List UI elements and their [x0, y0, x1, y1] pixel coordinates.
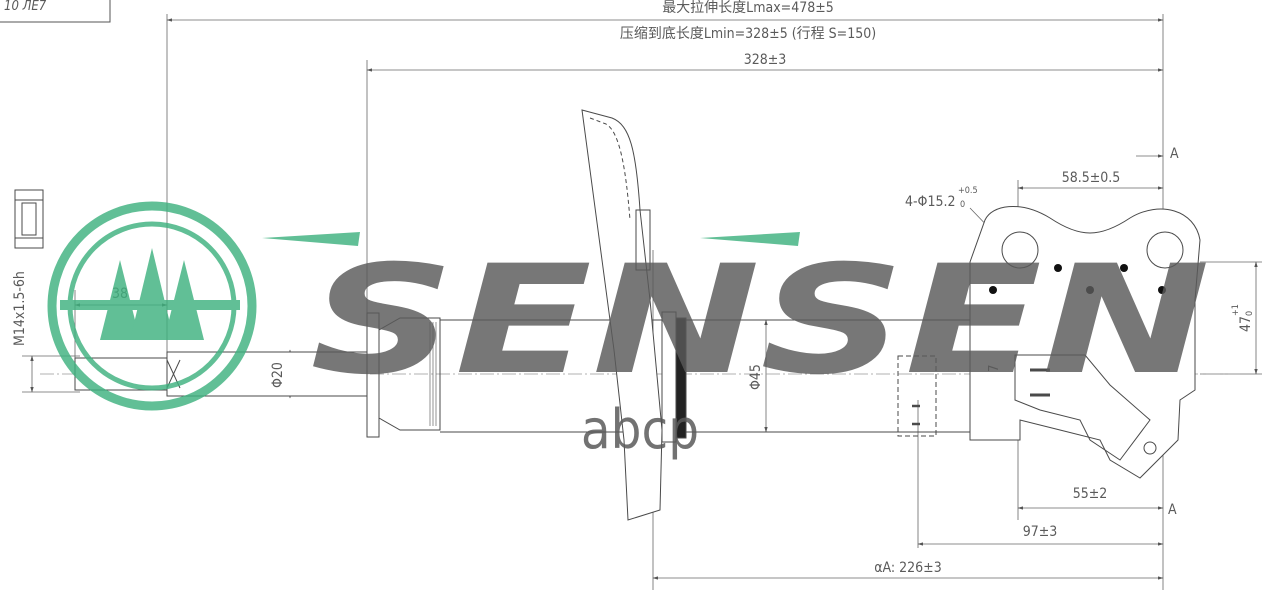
dim-47-tol-lower: 0	[1245, 311, 1255, 316]
tree-icon	[60, 248, 240, 340]
dim-thread: M14x1.5-6h	[12, 271, 28, 346]
title-box: 10 ЛЕ7	[0, 0, 111, 23]
dim-lmax: 最大拉伸长度Lmax=478±5	[662, 0, 834, 16]
dim-lmin: 压缩到底长度Lmin=328±5 (行程 S=150)	[620, 26, 876, 42]
bracket-dots	[989, 264, 1166, 294]
strut-body	[14, 109, 1201, 521]
dim-7: 7	[987, 365, 1002, 372]
dim-97: 97±3	[1023, 524, 1058, 540]
dim-226: αA: 226±3	[874, 560, 942, 576]
brand-wordmark: SENSEN	[310, 234, 1210, 408]
sensen-watermark: SENSEN	[47, 201, 1210, 411]
dim-58-5: 58.5±0.5	[1062, 170, 1121, 186]
dim-d20: Φ20	[270, 362, 286, 388]
dim-55: 55±2	[1073, 486, 1108, 502]
dim-d45: Φ45	[748, 364, 764, 390]
dim-47: 47	[1238, 316, 1254, 332]
dim-328: 328±3	[744, 52, 787, 68]
abcp-watermark: abcp	[581, 398, 699, 461]
dim-47-tol-upper: +1	[1231, 304, 1241, 316]
dimension-labels: 最大拉伸长度Lmax=478±5 压缩到底长度Lmin=328±5 (行程 S=…	[12, 0, 1255, 576]
hole-spec: 4-Φ15.2	[905, 194, 956, 210]
hole-tol-lower: 0	[960, 200, 965, 210]
corner-note: 10 ЛЕ7	[4, 0, 47, 14]
hole-tol-upper: +0.5	[958, 186, 978, 196]
speed-lines-icon	[262, 232, 800, 246]
section-mark-bottom: A	[1168, 502, 1177, 518]
abcp-wordmark: abcp	[581, 398, 699, 461]
section-mark-top: A	[1170, 146, 1179, 162]
